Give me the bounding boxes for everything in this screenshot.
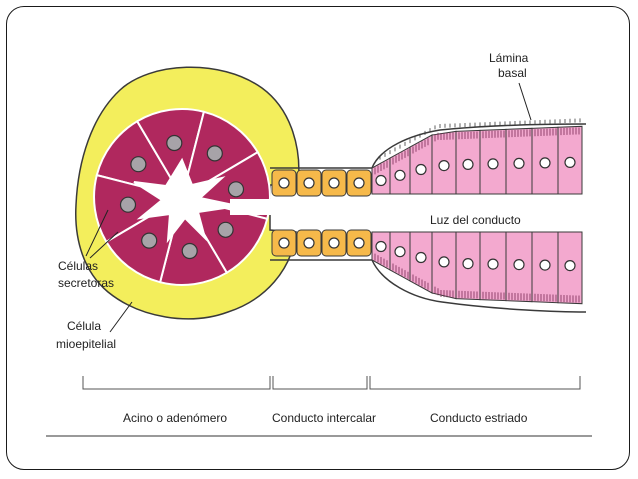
striated-nucleus [415,163,427,176]
acinus-lumen [133,157,239,244]
section-estriado: Conducto estriado [430,411,528,425]
striated-nucleus [564,260,576,272]
label-celula-mioepitelial-1: Célula [67,319,101,333]
striated-nucleus [539,259,551,271]
striated-nucleus [375,240,387,253]
acinar-nucleus [141,232,158,249]
striated-nucleus [487,158,499,170]
lamina-pointer [518,82,532,121]
striated-nucleus [394,246,406,258]
label-luz-conducto: Luz del conducto [430,213,521,227]
label-celula-mioepitelial-2: mioepitelial [56,337,116,351]
duct-wall-upper [270,123,587,169]
duct [270,123,587,313]
acinar-nucleus [130,156,147,173]
striated-nucleus [394,169,406,181]
acinus [75,66,300,320]
intercalated-nucleus [278,177,290,189]
striated-nucleus [438,160,450,172]
label-lamina-basal-1: Lámina [489,51,529,65]
intercalated-nucleus [278,237,290,249]
section-brackets [82,376,581,390]
acinar-nucleus [166,134,183,152]
duct-wall-lower [270,259,587,313]
striated-nucleus [513,157,525,169]
striated-nucleus [513,259,525,271]
label-celulas-secretoras-2: secretoras [58,276,114,290]
striated-nucleus [415,251,427,264]
striated-nucleus [375,174,387,187]
intercalated-nucleus [328,177,340,189]
section-acino: Acino o adenómero [123,411,227,425]
striated-nucleus [487,258,499,270]
striated-nucleus [438,256,450,268]
acinar-nucleus [217,221,234,238]
secretoras-pointer-1 [85,209,109,257]
lamina-basal-ticks [379,118,581,160]
secretoras-pointer-2 [89,231,119,259]
intercalated-nucleus [328,237,340,249]
striated-nucleus [462,258,474,270]
striated-nucleus [564,156,576,168]
section-intercalar: Conducto intercalar [272,411,376,425]
intercalated-nucleus [303,177,315,189]
label-celulas-secretoras-1: Células [58,259,98,273]
acinar-nucleus [119,196,137,213]
intercalated-nucleus [303,237,315,249]
acinar-nucleus [206,145,223,162]
striated-nucleus [462,158,474,170]
striated-nucleus [539,157,551,169]
acinar-nucleus [181,242,198,260]
mioepitelial-pointer [109,301,133,333]
intercalated-nucleus [353,237,365,249]
label-lamina-basal-2: basal [498,66,527,80]
intercalated-nucleus [353,177,365,189]
acinar-nucleus [227,181,245,198]
